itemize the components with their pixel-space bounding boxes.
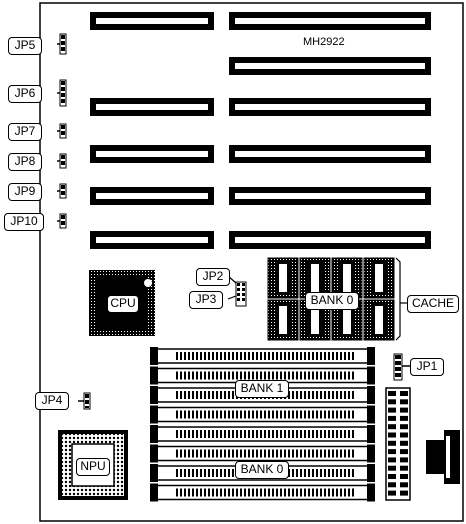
keyboard-connector-strip <box>385 387 411 501</box>
jp6-label: JP6 <box>8 85 42 103</box>
simm-socket <box>150 347 375 365</box>
jumper-jp1 <box>393 353 410 381</box>
isa-slot <box>90 12 214 30</box>
isa-slot <box>90 187 214 205</box>
npu-label: NPU <box>76 458 110 476</box>
cache-bank0-label: BANK 0 <box>305 292 359 310</box>
isa-slot <box>90 231 214 249</box>
jp4-label: JP4 <box>35 392 69 410</box>
jumper-jp5 <box>57 33 67 55</box>
simm-bank0-label: BANK 0 <box>235 461 289 479</box>
board-outline <box>39 2 464 522</box>
keyboard-connector <box>426 430 460 484</box>
isa-slot <box>229 145 431 163</box>
cache-socket <box>267 257 299 299</box>
jp7-label: JP7 <box>8 123 42 141</box>
simm-socket <box>150 366 375 385</box>
simm-socket <box>150 425 375 443</box>
simm-bank1-label: BANK 1 <box>235 380 289 398</box>
simm-socket <box>150 444 375 463</box>
jp5-label: JP5 <box>8 37 42 55</box>
isa-slot <box>90 98 214 116</box>
jp9-label: JP9 <box>8 183 42 201</box>
isa-slot <box>229 57 431 75</box>
simm-socket <box>150 405 375 424</box>
cache-socket <box>363 299 395 341</box>
cache-socket <box>331 257 363 299</box>
board-model-label: MH2922 <box>303 36 345 48</box>
jumper-jp8 <box>57 153 67 169</box>
cache-bracket <box>395 257 401 341</box>
isa-slot <box>229 98 431 116</box>
jumper-jp2-jp3 <box>227 275 247 307</box>
isa-slot <box>229 12 431 30</box>
cache-socket <box>267 299 299 341</box>
jumper-jp7 <box>57 123 67 139</box>
jumper-jp9 <box>57 183 67 199</box>
isa-slot <box>90 145 214 163</box>
jp10-label: JP10 <box>4 213 44 231</box>
cache-socket <box>363 257 395 299</box>
cache-socket <box>299 257 331 299</box>
jumper-jp4 <box>78 392 91 410</box>
jp1-label: JP1 <box>410 358 444 376</box>
jp2-label: JP2 <box>196 268 230 286</box>
isa-slot <box>229 231 431 249</box>
cache-label: CACHE <box>407 295 459 313</box>
jp8-label: JP8 <box>8 153 42 171</box>
simm-socket <box>150 483 375 502</box>
jumper-jp10 <box>57 213 67 229</box>
isa-slot <box>229 187 431 205</box>
jumper-jp6 <box>57 79 67 107</box>
expansion-slots <box>90 12 431 249</box>
cpu-label: CPU <box>107 295 139 313</box>
jp3-label: JP3 <box>189 291 223 309</box>
